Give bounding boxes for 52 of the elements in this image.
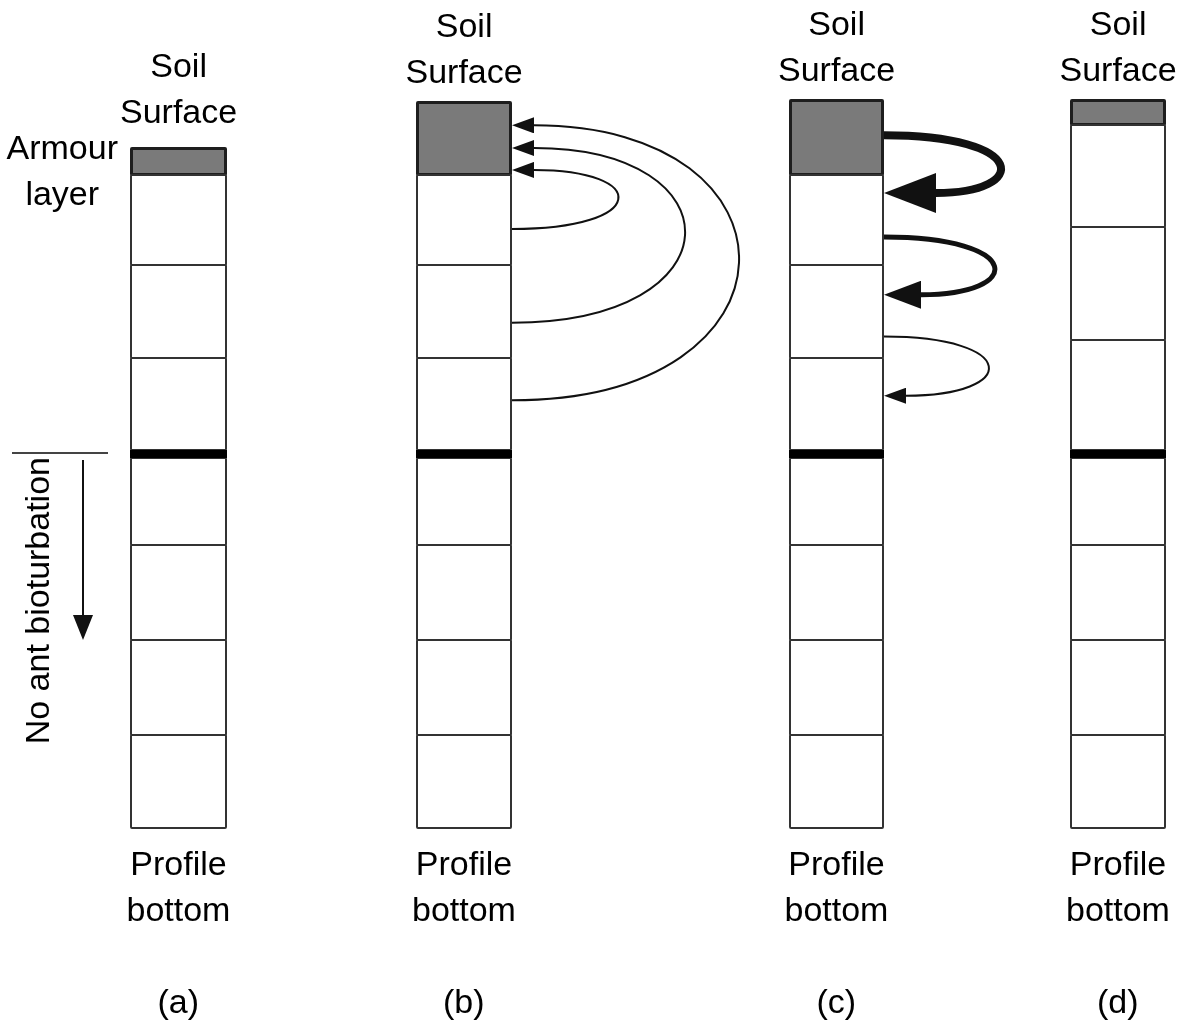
soil-layer bbox=[1070, 734, 1166, 829]
soil-layer bbox=[130, 734, 227, 829]
column-heading: Soil Surface bbox=[120, 45, 238, 132]
soil-layer bbox=[789, 174, 884, 266]
soil-layer bbox=[130, 639, 227, 736]
column-heading: Soil Surface bbox=[405, 5, 523, 92]
column-footer: Profile bottom bbox=[784, 840, 889, 932]
column-footer: Profile bottom bbox=[412, 840, 516, 932]
curved-arrow bbox=[883, 234, 997, 309]
soil-layer bbox=[130, 457, 227, 546]
soil-layer bbox=[130, 174, 227, 266]
soil-layer bbox=[789, 457, 884, 546]
surface-layer bbox=[789, 99, 884, 176]
soil-layer bbox=[416, 639, 512, 736]
soil-layer bbox=[416, 457, 512, 546]
soil-layer bbox=[416, 734, 512, 829]
soil-layer bbox=[1070, 639, 1166, 736]
curved-arrow bbox=[511, 140, 686, 324]
soil-layer bbox=[789, 264, 884, 359]
soil-layer bbox=[416, 357, 512, 451]
soil-layer bbox=[1070, 457, 1166, 546]
soil-layer bbox=[789, 639, 884, 736]
column-footer: Profile bottom bbox=[1066, 840, 1170, 932]
panel-label: (c) bbox=[816, 981, 857, 1022]
soil-layer bbox=[130, 357, 227, 451]
surface-layer bbox=[1070, 99, 1166, 126]
curved-arrow bbox=[511, 161, 620, 230]
panel-label: (a) bbox=[157, 981, 200, 1022]
soil-layer bbox=[416, 174, 512, 266]
soil-layer bbox=[789, 734, 884, 829]
column-heading: Soil Surface bbox=[1059, 3, 1177, 90]
column-footer: Profile bottom bbox=[126, 840, 231, 932]
panel-label: (b) bbox=[443, 981, 485, 1022]
soil-layer bbox=[1070, 124, 1166, 228]
curved-arrow bbox=[511, 117, 740, 402]
soil-layer bbox=[130, 544, 227, 641]
depth-label: No ant bioturbation bbox=[19, 456, 55, 744]
panel-label: (d) bbox=[1097, 981, 1139, 1022]
soil-layer bbox=[789, 357, 884, 451]
column-heading: Soil Surface bbox=[778, 3, 896, 90]
soil-layer bbox=[1070, 339, 1166, 451]
layer-label: Armour layer bbox=[6, 127, 118, 214]
soil-layer bbox=[416, 544, 512, 641]
curved-arrow bbox=[883, 131, 1005, 213]
soil-layer bbox=[1070, 544, 1166, 641]
surface-layer bbox=[130, 147, 227, 176]
surface-layer bbox=[416, 101, 512, 176]
soil-layer bbox=[416, 264, 512, 359]
soil-layer bbox=[1070, 226, 1166, 341]
soil-layer bbox=[130, 264, 227, 359]
soil-layer bbox=[789, 544, 884, 641]
curved-arrow bbox=[883, 335, 990, 404]
